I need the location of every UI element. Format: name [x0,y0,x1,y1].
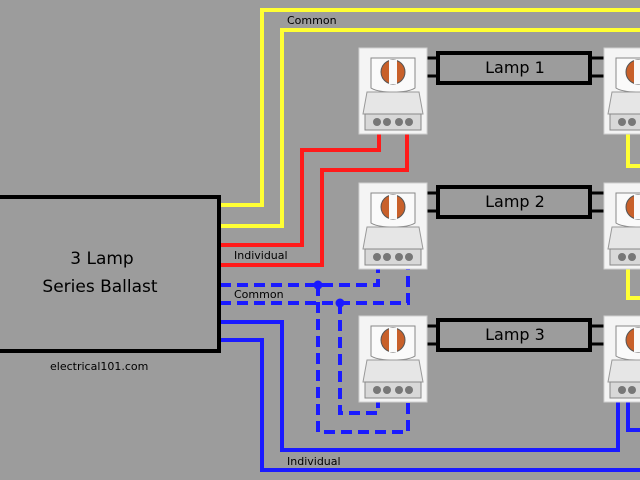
ballast-label-line2: Series Ballast [42,277,157,297]
blue-individual-wires [220,320,640,472]
lamp-3-right-socket [603,315,640,403]
lamp-2-right-socket [603,182,640,270]
lamp-1-tube [436,51,592,85]
lamp-2-assembly: Lamp 2 [358,182,640,270]
lamp-3-left-socket [358,315,428,403]
lamp-3-label: Lamp 3 [485,325,545,344]
lamp-2-left-socket [358,182,428,270]
common-blue-label: Common [234,288,284,301]
individual-bottom-label: Individual [287,455,341,468]
lamp-1-label: Lamp 1 [485,58,545,77]
lamp-3-assembly: Lamp 3 [358,315,640,403]
individual-red-label: Individual [234,249,288,262]
blue-common-wires [220,268,410,434]
lamp-1-left-socket [358,47,428,135]
lamp-1-assembly: Lamp 1 [358,47,640,135]
lamp-2-label: Lamp 2 [485,192,545,211]
ballast-label-line1: 3 Lamp [70,249,133,269]
lamp-3-tube [436,318,592,352]
blue-junctions [313,280,345,308]
red-individual-wires [220,132,409,267]
common-top-label: Common [287,14,337,27]
watermark-text: electrical101.com [50,360,148,373]
lamp-2-tube [436,185,592,219]
lamp-1-right-socket [603,47,640,135]
ballast-box: 3 Lamp Series Ballast [0,195,221,353]
yellow-common-wires [220,8,640,300]
